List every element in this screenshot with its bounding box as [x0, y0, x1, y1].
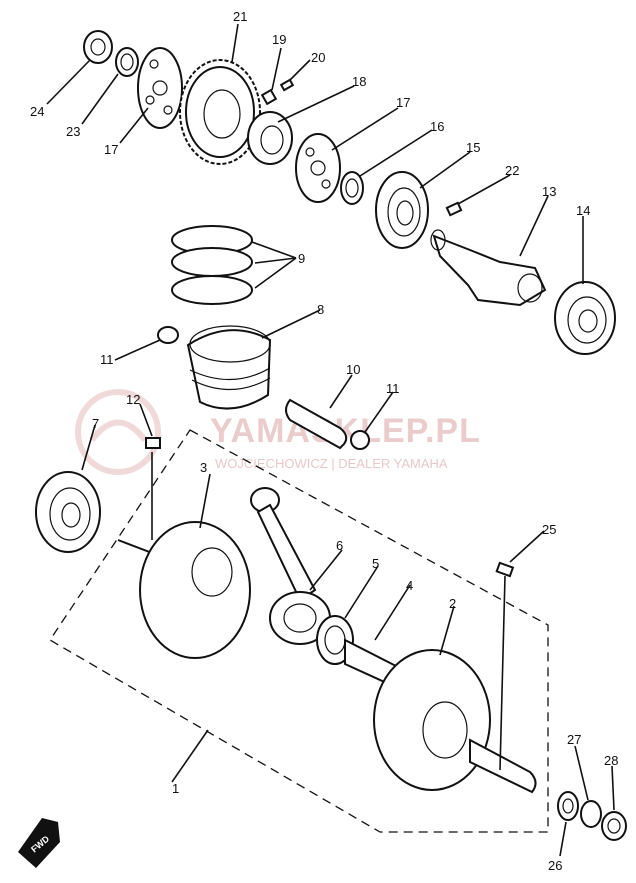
- callout-1: 1: [172, 781, 179, 796]
- forward-direction-badge: FWD: [18, 818, 60, 868]
- callout-6: 6: [336, 538, 343, 553]
- washer-part-3: [557, 791, 579, 821]
- callout-7: 7: [92, 416, 99, 431]
- oil-seal-part: [83, 30, 113, 64]
- piston-pin-part: [285, 398, 348, 450]
- plate-part-2: [295, 133, 341, 203]
- crank-half-part-2: [373, 649, 537, 794]
- key-part: [445, 201, 463, 217]
- callout-19: 19: [272, 32, 286, 47]
- lock-washer-part: [580, 800, 602, 828]
- watermark-brand: YAMASKLEP.PL: [210, 412, 481, 450]
- leader-lines: [46, 23, 615, 857]
- callout-12: 12: [126, 392, 140, 407]
- washer-part-2: [340, 171, 364, 205]
- callout-16: 16: [430, 119, 444, 134]
- crank-web-part: [117, 521, 251, 659]
- crank-half-part: [430, 229, 547, 307]
- callout-10: 10: [346, 362, 360, 377]
- bearing-part-2: [554, 281, 616, 355]
- assembly-outline: [49, 429, 549, 833]
- watermark-tagline: WOJCIECHOWICZ | DEALER YAMAHA: [215, 456, 448, 471]
- piston-part: [186, 325, 272, 410]
- callout-26: 26: [548, 858, 562, 873]
- callout-20: 20: [311, 50, 325, 65]
- callout-11b: 11: [386, 381, 400, 396]
- callout-14: 14: [576, 203, 590, 218]
- callout-3: 3: [200, 460, 207, 475]
- clip-part-2: [350, 430, 370, 450]
- arrow-icon: [18, 818, 60, 868]
- callout-17b: 17: [396, 95, 410, 110]
- pin-part: [279, 78, 295, 92]
- callout-17: 17: [104, 142, 118, 157]
- callout-22: 22: [505, 163, 519, 178]
- bearing-part: [375, 171, 429, 249]
- callout-23: 23: [66, 124, 80, 139]
- clip-part: [157, 326, 179, 344]
- callout-5: 5: [372, 556, 379, 571]
- callout-2: 2: [449, 596, 456, 611]
- callout-21: 21: [233, 9, 247, 24]
- piston-rings-part: [171, 225, 253, 305]
- sprocket-part: [179, 59, 261, 165]
- plate-part: [137, 47, 183, 129]
- callout-25: 25: [542, 522, 556, 537]
- callout-15: 15: [466, 140, 480, 155]
- key-part-3: [495, 561, 515, 578]
- bearing-part-3: [35, 471, 101, 553]
- callout-18: 18: [352, 74, 366, 89]
- washer-part: [115, 47, 139, 77]
- callout-labels: 1 2 3 4 5 6 7 8 9 10 11 11 12 13 14 15 1…: [30, 9, 618, 873]
- callout-24: 24: [30, 104, 44, 119]
- callout-4: 4: [406, 578, 413, 593]
- callout-9: 9: [298, 251, 305, 266]
- connecting-rod-part: [250, 487, 331, 645]
- spring-part: [260, 88, 278, 106]
- callout-11: 11: [100, 352, 114, 367]
- callout-13: 13: [542, 184, 556, 199]
- hub-part: [247, 111, 293, 165]
- callout-27: 27: [567, 732, 581, 747]
- nut-part: [601, 811, 627, 841]
- callout-28: 28: [604, 753, 618, 768]
- key-part-2: [145, 437, 161, 449]
- callout-8: 8: [317, 302, 324, 317]
